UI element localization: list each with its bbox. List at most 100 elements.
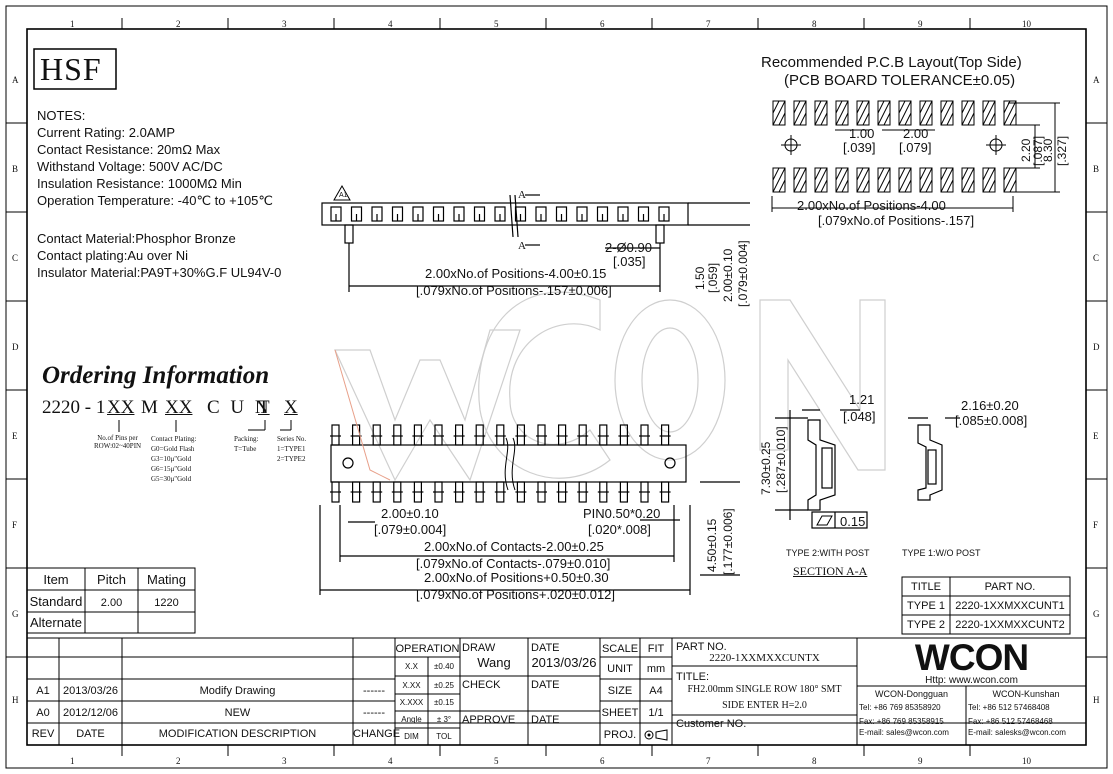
draw-date: 2013/03/26 <box>531 655 597 670</box>
flatness-value: 0.15 <box>840 514 866 529</box>
ruler-col-10: 10 <box>1022 756 1031 766</box>
unit-value: mm <box>646 663 666 675</box>
front-pin-upper <box>393 424 402 446</box>
dim-pin: PIN0.50*0.20 <box>583 506 661 521</box>
pad-hatch <box>919 100 933 126</box>
scale-label: SCALE <box>601 643 639 655</box>
pad-hatch <box>835 167 849 193</box>
dim-pitch-tol-inch: [.079±0.004] <box>374 522 447 537</box>
pad-hatch <box>793 100 801 114</box>
pad-hatch <box>982 100 990 114</box>
dongguan-email: E-mail: sales@wcon.com <box>859 728 949 737</box>
pad-hatch <box>856 100 870 126</box>
tol-dim: X.XXX <box>399 698 424 707</box>
customer-label: Customer NO. <box>676 718 747 730</box>
pad-hatch <box>1009 112 1017 126</box>
pad-hatch <box>835 100 843 114</box>
order-code-series: X <box>284 397 298 418</box>
pad-hatch <box>940 100 948 114</box>
revision-cell: ------ <box>363 685 385 697</box>
pad-hatch <box>877 100 885 114</box>
packing-note: Packing:T=Tube <box>234 435 259 453</box>
part-table-cell: TYPE 2 <box>907 619 945 631</box>
kunshan-name: WCON-Kunshan <box>992 689 1060 699</box>
ruler-col-5: 5 <box>494 19 499 29</box>
tolerance-header: OPERATION <box>395 643 460 655</box>
pad-hatch <box>925 179 933 193</box>
ruler-col-2: 2 <box>176 19 181 29</box>
front-pin-upper <box>640 424 649 446</box>
pad-hatch <box>799 112 807 126</box>
dongguan-name: WCON-Dongguan <box>874 689 949 699</box>
hsf-logo-box <box>33 48 117 90</box>
pad-hatch <box>904 179 912 193</box>
drawer-name: Wang <box>477 655 511 670</box>
connector-top-view <box>321 184 750 292</box>
pcb-subtitle: (PCB BOARD TOLERANCE±0.05) <box>784 72 1016 89</box>
tol-footer: DIM <box>404 732 419 741</box>
part-no-label: PART NO. <box>676 641 727 653</box>
sheet-label: SHEET <box>601 707 639 719</box>
front-pin-upper <box>496 424 505 446</box>
dim-section-2-inch: [.085±0.008] <box>955 413 1028 428</box>
kunshan-fax: Fax: +86 512 57468468 <box>968 717 1053 726</box>
pad-hatch <box>967 179 975 193</box>
pad-hatch <box>898 100 912 126</box>
pad-hatch <box>1009 179 1017 193</box>
ruler-col-10: 10 <box>1022 19 1031 29</box>
pad-hatch <box>982 100 996 126</box>
pad-hatch <box>793 100 807 126</box>
tol-dim: X.X <box>405 662 418 671</box>
section-mark-a: A <box>518 189 526 201</box>
part-table-cell: 2220-1XXMXXCUNT1 <box>955 600 1065 612</box>
pad-hatch <box>778 112 786 126</box>
spec-header: Mating <box>146 572 187 587</box>
size-label: SIZE <box>607 685 633 697</box>
pad-hatch <box>814 100 822 114</box>
ruler-col-8: 8 <box>812 19 817 29</box>
pad-hatch <box>919 100 927 114</box>
ruler-row-a: A <box>1093 75 1100 85</box>
tol-value: ±0.25 <box>434 681 454 690</box>
pad-hatch <box>820 112 828 126</box>
ruler-col-3: 3 <box>282 756 287 766</box>
dim-section-height-inch: [.287±0.010] <box>774 426 788 493</box>
pad-hatch <box>841 112 849 126</box>
note-line: Operation Temperature: -40℃ to +105℃ <box>37 193 274 208</box>
dim-top-length-inch: [.079xNo.of Positions-.157±0.006] <box>416 283 612 298</box>
unit-label: UNIT <box>607 663 633 675</box>
pad-hatch <box>856 167 864 181</box>
wcon-watermark <box>334 291 886 482</box>
pad-hatch <box>856 100 864 114</box>
revision-header: CHANGE <box>353 728 401 740</box>
dim-height-2: 8.30 <box>1041 138 1055 162</box>
ruler-col-2: 2 <box>176 756 181 766</box>
pad-hatch <box>946 179 954 193</box>
dim-top-length: 2.00xNo.of Positions-4.00±0.15 <box>425 266 607 281</box>
ordering-title: Ordering Information <box>42 362 270 389</box>
dim-pitch-inch: [.039] <box>843 140 876 155</box>
ruler-row-g: G <box>1093 609 1100 619</box>
dongguan-fax: Fax: +86 769 85358915 <box>859 717 944 726</box>
material-line: Contact Material:Phosphor Bronze <box>37 231 236 246</box>
ruler-row-f: F <box>12 520 18 530</box>
part-table-cell: TYPE 1 <box>907 600 945 612</box>
title-label: TITLE: <box>676 671 710 683</box>
order-code-pins: XX <box>107 397 135 418</box>
dim-positions-inch: [.079xNo.of Positions+.020±0.012] <box>416 587 616 602</box>
connector-front-view <box>319 349 740 595</box>
projection-symbol-icon <box>644 729 668 741</box>
ruler-col-6: 6 <box>600 19 605 29</box>
section-mark-a-lower: A <box>518 240 526 252</box>
note-line: Current Rating: 2.0AMP <box>37 125 176 140</box>
front-pin-upper <box>599 424 608 446</box>
dim-section-height: 7.30±0.25 <box>759 441 773 495</box>
pad-hatch <box>982 167 990 181</box>
pad-hatch <box>1003 100 1017 126</box>
ruler-col-8: 8 <box>812 756 817 766</box>
ruler-col-9: 9 <box>918 756 923 766</box>
dim-row-inch: [.079] <box>899 140 932 155</box>
front-pin-upper <box>413 424 422 446</box>
pad-hatch <box>988 112 996 126</box>
